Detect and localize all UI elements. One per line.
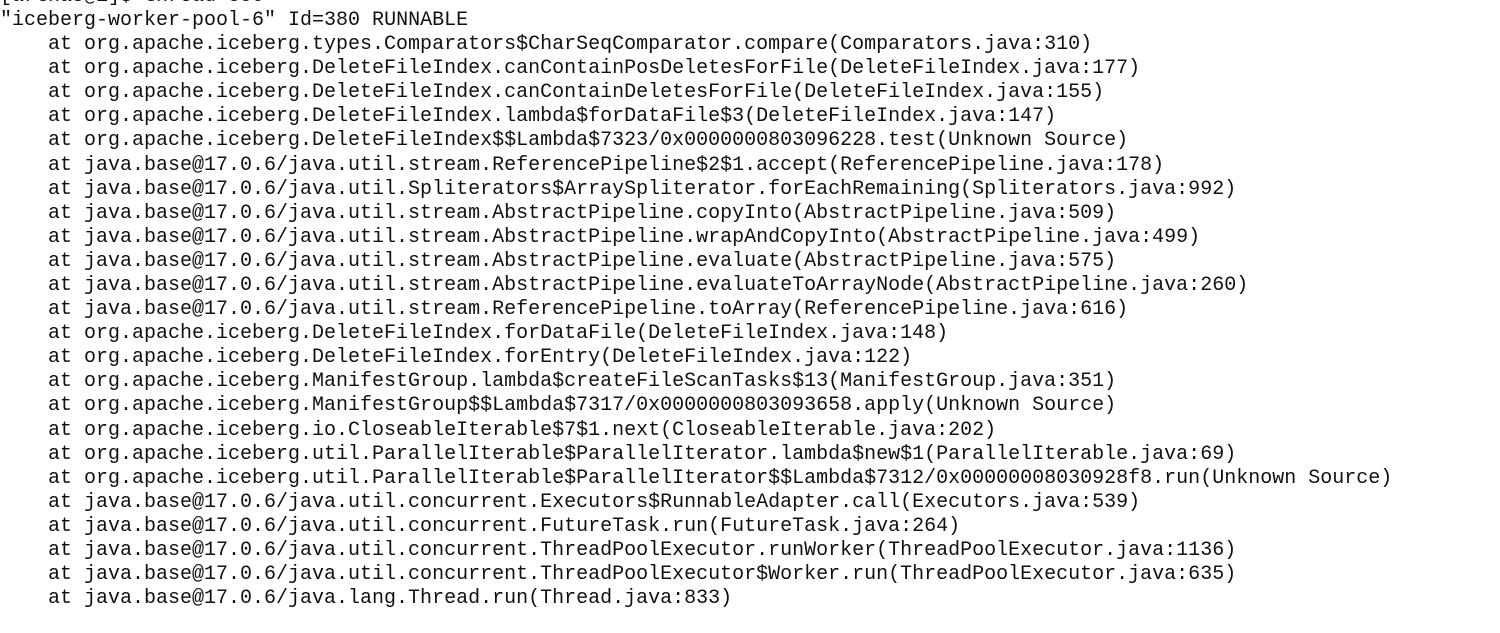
stack-frame-line: at org.apache.iceberg.ManifestGroup.lamb… (48, 370, 1117, 394)
stack-frame-line: at java.base@17.0.6/java.util.stream.Abs… (48, 249, 1117, 273)
stack-frame-line: at org.apache.iceberg.types.Comparators$… (48, 33, 1093, 57)
stack-frame-line: at java.base@17.0.6/java.util.concurrent… (48, 490, 1141, 514)
stack-frame-line: at org.apache.iceberg.DeleteFileIndex$$L… (48, 129, 1129, 153)
stack-frame-line: at java.base@17.0.6/java.util.concurrent… (48, 563, 1237, 587)
stack-frame-line: at java.base@17.0.6/java.util.stream.Abs… (48, 225, 1201, 249)
stack-frame-line: at org.apache.iceberg.DeleteFileIndex.la… (48, 105, 1057, 129)
stack-frame-line: at org.apache.iceberg.DeleteFileIndex.fo… (48, 322, 949, 346)
stack-frame-line: at java.base@17.0.6/java.lang.Thread.run… (48, 587, 733, 611)
stack-frame-line: at org.apache.iceberg.DeleteFileIndex.ca… (48, 81, 1105, 105)
stack-frame-line: at org.apache.iceberg.util.ParallelItera… (48, 442, 1237, 466)
command-prompt-line: [arthas@1]$ thread 380 (0, 0, 1392, 9)
stack-frame-line: at java.base@17.0.6/java.util.stream.Abs… (48, 273, 1249, 297)
stack-frame-line: at org.apache.iceberg.DeleteFileIndex.ca… (48, 57, 1141, 81)
stack-frame-line: at java.base@17.0.6/java.util.stream.Ref… (48, 298, 1129, 322)
stack-frame-line: at java.base@17.0.6/java.util.stream.Ref… (48, 153, 1165, 177)
stack-frame-line: at org.apache.iceberg.ManifestGroup$$Lam… (48, 394, 1117, 418)
stack-frame-line: at java.base@17.0.6/java.util.stream.Abs… (48, 201, 1117, 225)
stack-frame-line: at java.base@17.0.6/java.util.concurrent… (48, 514, 961, 538)
terminal-output: [arthas@1]$ thread 380 "iceberg-worker-p… (0, 0, 1393, 611)
thread-header: "iceberg-worker-pool-6" Id=380 RUNNABLE (0, 8, 469, 32)
stack-frame-line: at java.base@17.0.6/java.util.concurrent… (48, 539, 1237, 563)
stack-frame-line: at org.apache.iceberg.io.CloseableIterab… (48, 418, 997, 442)
stack-frame-line: at org.apache.iceberg.util.ParallelItera… (48, 466, 1393, 490)
stack-frame-line: at java.base@17.0.6/java.util.Spliterato… (48, 177, 1237, 201)
stack-frame-line: at org.apache.iceberg.DeleteFileIndex.fo… (48, 346, 913, 370)
